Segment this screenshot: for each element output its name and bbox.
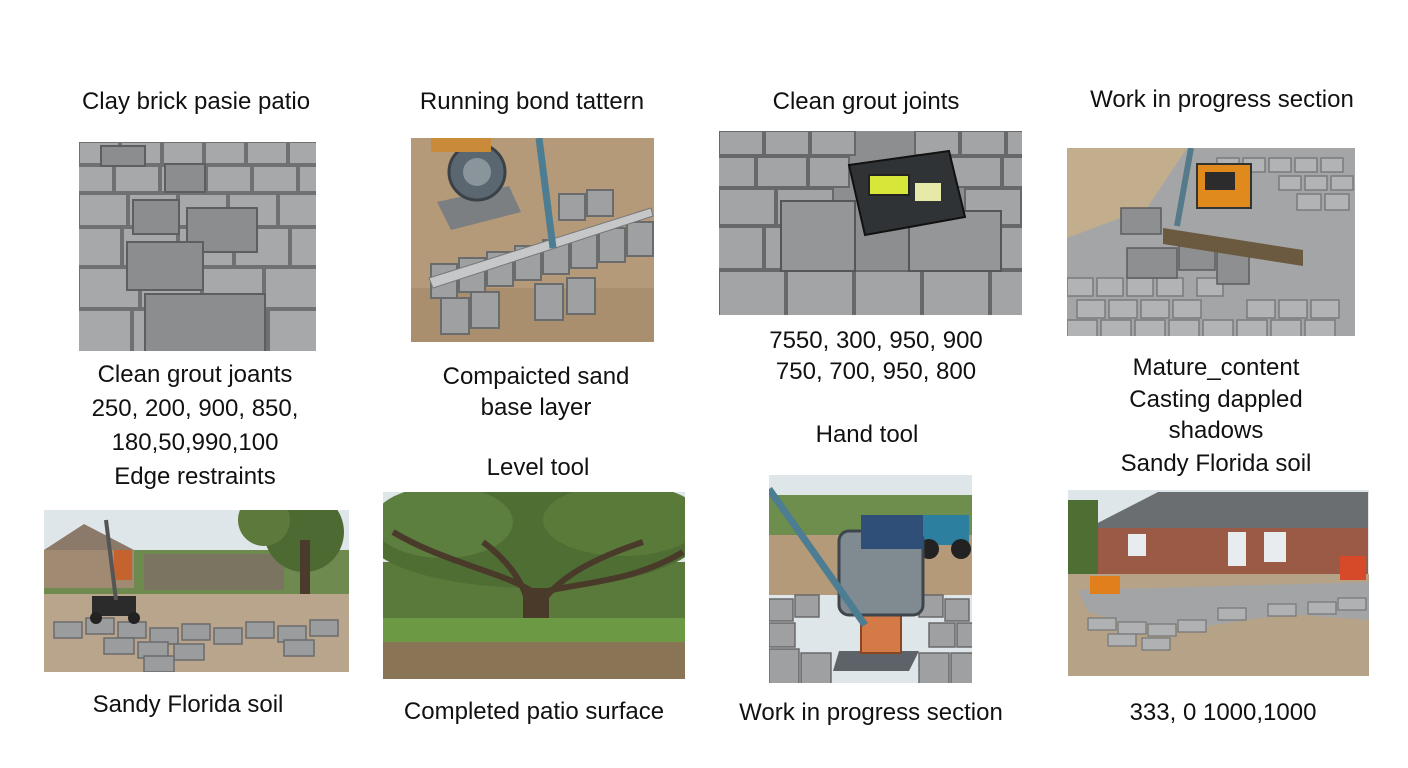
photo-work-in-progress bbox=[1067, 148, 1355, 336]
caption-line: 7550, 300, 950, 900 bbox=[769, 327, 983, 354]
caption-line: Mature_content bbox=[1132, 354, 1300, 381]
caption-line: base layer bbox=[480, 394, 592, 421]
caption-line: Edge restraints bbox=[114, 463, 276, 490]
panel-3-caption: 7550, 300, 950, 900 750, 700, 950, 800 bbox=[769, 325, 983, 387]
photo-tamper bbox=[769, 475, 972, 683]
panel-7-title: Hand tool bbox=[815, 421, 919, 448]
panel-1-caption: Clean grout joants 250, 200, 900, 850, 1… bbox=[92, 359, 299, 492]
panel-1-title: Clay brick pasie patio bbox=[81, 88, 311, 115]
caption-line: 250, 200, 900, 850, bbox=[91, 395, 299, 422]
photo-oak-tree bbox=[383, 492, 685, 679]
panel-8-caption: 333, 0 1000,1000 bbox=[1129, 699, 1317, 726]
caption-line: Compaicted sand bbox=[442, 363, 630, 390]
panel-3-title: Clean grout joints bbox=[772, 88, 960, 115]
photo-level-on-pavers bbox=[719, 131, 1022, 315]
caption-line: 750, 700, 950, 800 bbox=[775, 358, 977, 385]
caption-line: Clean grout joants bbox=[97, 361, 293, 388]
caption-line: shadows bbox=[1168, 417, 1264, 444]
photo-yard-house bbox=[44, 510, 349, 672]
panel-2-caption: Compaicted sand base layer bbox=[443, 361, 630, 423]
panel-7-caption: Work in progress section bbox=[739, 699, 1003, 726]
panel-6-title: Level tool bbox=[486, 454, 590, 481]
panel-5-caption: Sandy Florida soil bbox=[92, 691, 284, 718]
panel-4-caption: Mature_content Casting dappled shadows S… bbox=[1121, 352, 1312, 479]
panel-2-title: Running bond tattern bbox=[419, 88, 645, 115]
caption-line: Casting dappled bbox=[1129, 386, 1303, 413]
panel-6-caption: Completed patio surface bbox=[403, 698, 665, 725]
caption-line: 180,50,990,100 bbox=[111, 429, 279, 456]
caption-line: Sandy Florida soil bbox=[1120, 450, 1312, 477]
photo-brick-pavers bbox=[79, 142, 316, 351]
photo-compactor-sand bbox=[411, 138, 654, 342]
panel-4-title: Work in progress section bbox=[1090, 86, 1354, 113]
photo-completed-patio bbox=[1068, 490, 1369, 676]
